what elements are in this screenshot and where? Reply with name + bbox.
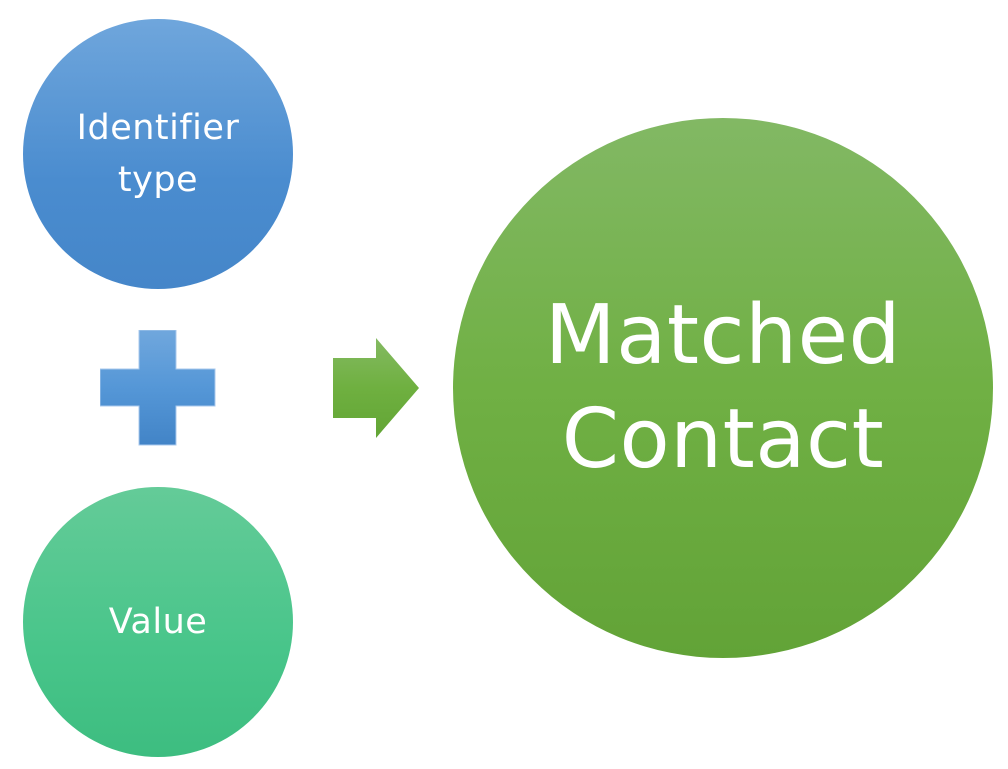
matched-contact-circle: Matched Contact bbox=[453, 118, 993, 658]
plus-icon bbox=[100, 330, 216, 446]
identifier-type-circle: Identifier type bbox=[23, 19, 293, 289]
matched-contact-label: Matched Contact bbox=[544, 288, 902, 487]
identifier-type-label: Identifier type bbox=[76, 108, 240, 200]
value-circle: Value bbox=[23, 487, 293, 757]
arrow-right-icon bbox=[333, 338, 419, 438]
value-label: Value bbox=[108, 602, 208, 642]
